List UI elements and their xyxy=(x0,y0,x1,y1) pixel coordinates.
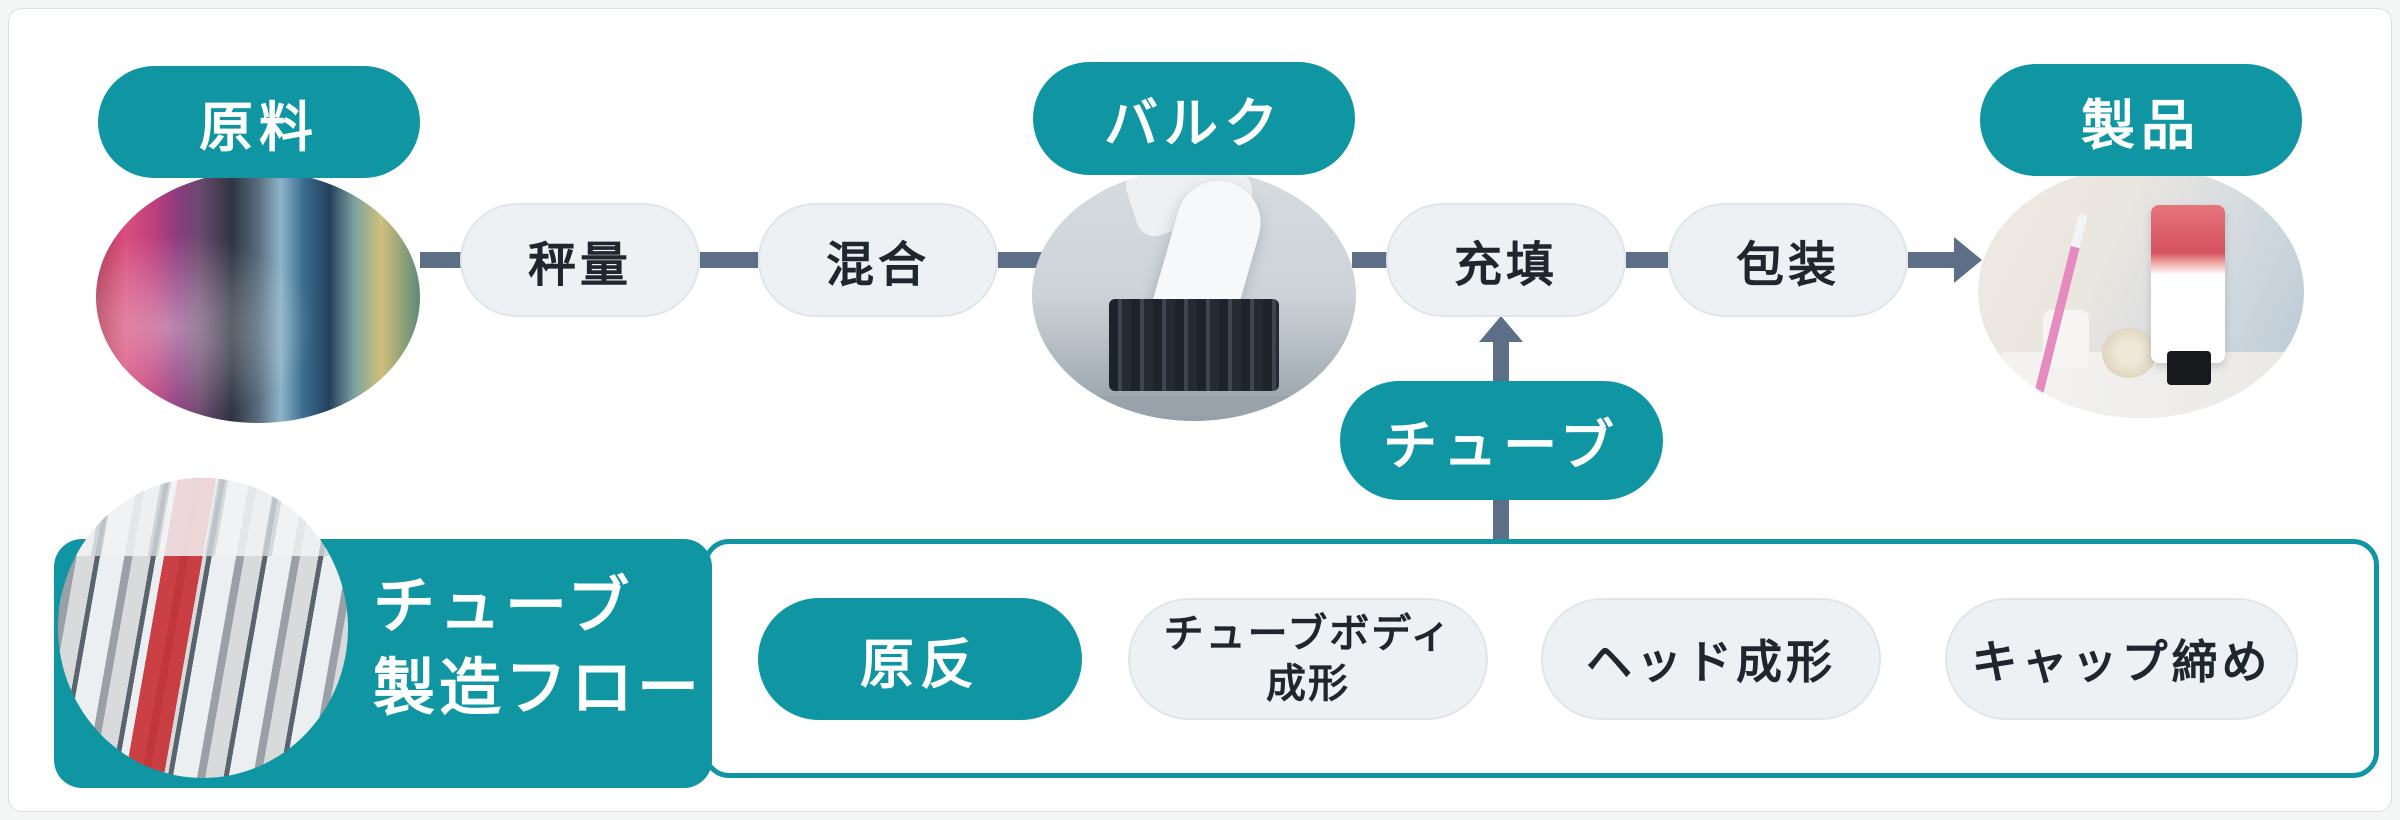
tube-flow-box-title-line1: チューブ xyxy=(373,572,634,641)
tube-flow-box-title: チューブ 製造フロー xyxy=(373,566,703,730)
stage-filling: 充填 xyxy=(1386,203,1626,317)
tube-step-cap-tightening-text: キャップ締め xyxy=(1971,636,2272,688)
tube-rack-shape xyxy=(58,478,348,556)
product-photo xyxy=(1978,166,2304,418)
connector-bulk-to-filling xyxy=(1352,252,1388,268)
product-tube-shape xyxy=(2150,204,2225,363)
stage-weighing-text: 秤量 xyxy=(527,239,632,292)
stage-label-product-text: 製品 xyxy=(2081,95,2201,156)
tube-step-body-forming-text: チューブボディ 成形 xyxy=(1164,609,1453,709)
tube-step-head-forming-text: ヘッド成形 xyxy=(1586,636,1836,688)
connector-filling-to-packaging xyxy=(1626,252,1668,268)
product-photo-background xyxy=(1978,166,2304,418)
connector-tube-to-flow-box xyxy=(1493,499,1509,543)
tube-branch-label-text: チューブ xyxy=(1383,416,1620,476)
stage-label-bulk: バルク xyxy=(1033,62,1355,175)
stage-label-product: 製品 xyxy=(1980,64,2302,176)
stage-packaging-text: 包装 xyxy=(1735,239,1840,292)
tube-step-body-forming-line1: チューブボディ xyxy=(1163,612,1453,656)
stage-label-raw-materials: 原料 xyxy=(98,66,420,178)
connector-weighing-to-mixing xyxy=(700,252,758,268)
arrow-packaging-to-product-head-icon xyxy=(1954,237,1982,283)
stage-weighing: 秤量 xyxy=(460,203,700,317)
tube-step-raw-web-text: 原反 xyxy=(860,634,980,695)
tube-step-cap-tightening: キャップ締め xyxy=(1945,598,2298,720)
product-tube-cap-shape xyxy=(2167,351,2212,386)
tube-step-raw-web: 原反 xyxy=(758,598,1082,720)
stage-label-bulk-text: バルク xyxy=(1104,94,1284,154)
aluminum-tubes-photo xyxy=(58,478,348,778)
stage-mixing-text: 混合 xyxy=(825,239,930,292)
tube-step-body-forming: チューブボディ 成形 xyxy=(1128,598,1488,720)
tube-step-head-forming: ヘッド成形 xyxy=(1541,598,1881,720)
arrow-packaging-to-product-tail xyxy=(1908,252,1956,268)
bulk-photo-background xyxy=(1032,169,1356,421)
arrow-tube-to-filling-head-icon xyxy=(1479,316,1523,342)
connector-raw-to-weighing xyxy=(420,252,462,268)
connector-mixing-to-bulk xyxy=(998,252,1042,268)
stage-filling-text: 充填 xyxy=(1453,239,1558,292)
tube-step-body-forming-line2: 成形 xyxy=(1266,662,1350,706)
loofah-shape xyxy=(2101,327,2156,378)
raw-materials-photo xyxy=(96,171,420,423)
bulk-photo xyxy=(1032,169,1356,421)
tube-flow-box-title-line2: 製造フロー xyxy=(373,653,704,723)
arrow-tube-to-filling-tail xyxy=(1493,340,1509,382)
brush-bristles-shape xyxy=(1109,298,1279,391)
brush-tray-shape xyxy=(1090,395,1318,416)
stage-label-raw-materials-text: 原料 xyxy=(199,97,319,158)
stage-mixing: 混合 xyxy=(758,203,998,317)
tube-branch-label: チューブ xyxy=(1340,381,1663,500)
stage-packaging: 包装 xyxy=(1668,203,1908,317)
